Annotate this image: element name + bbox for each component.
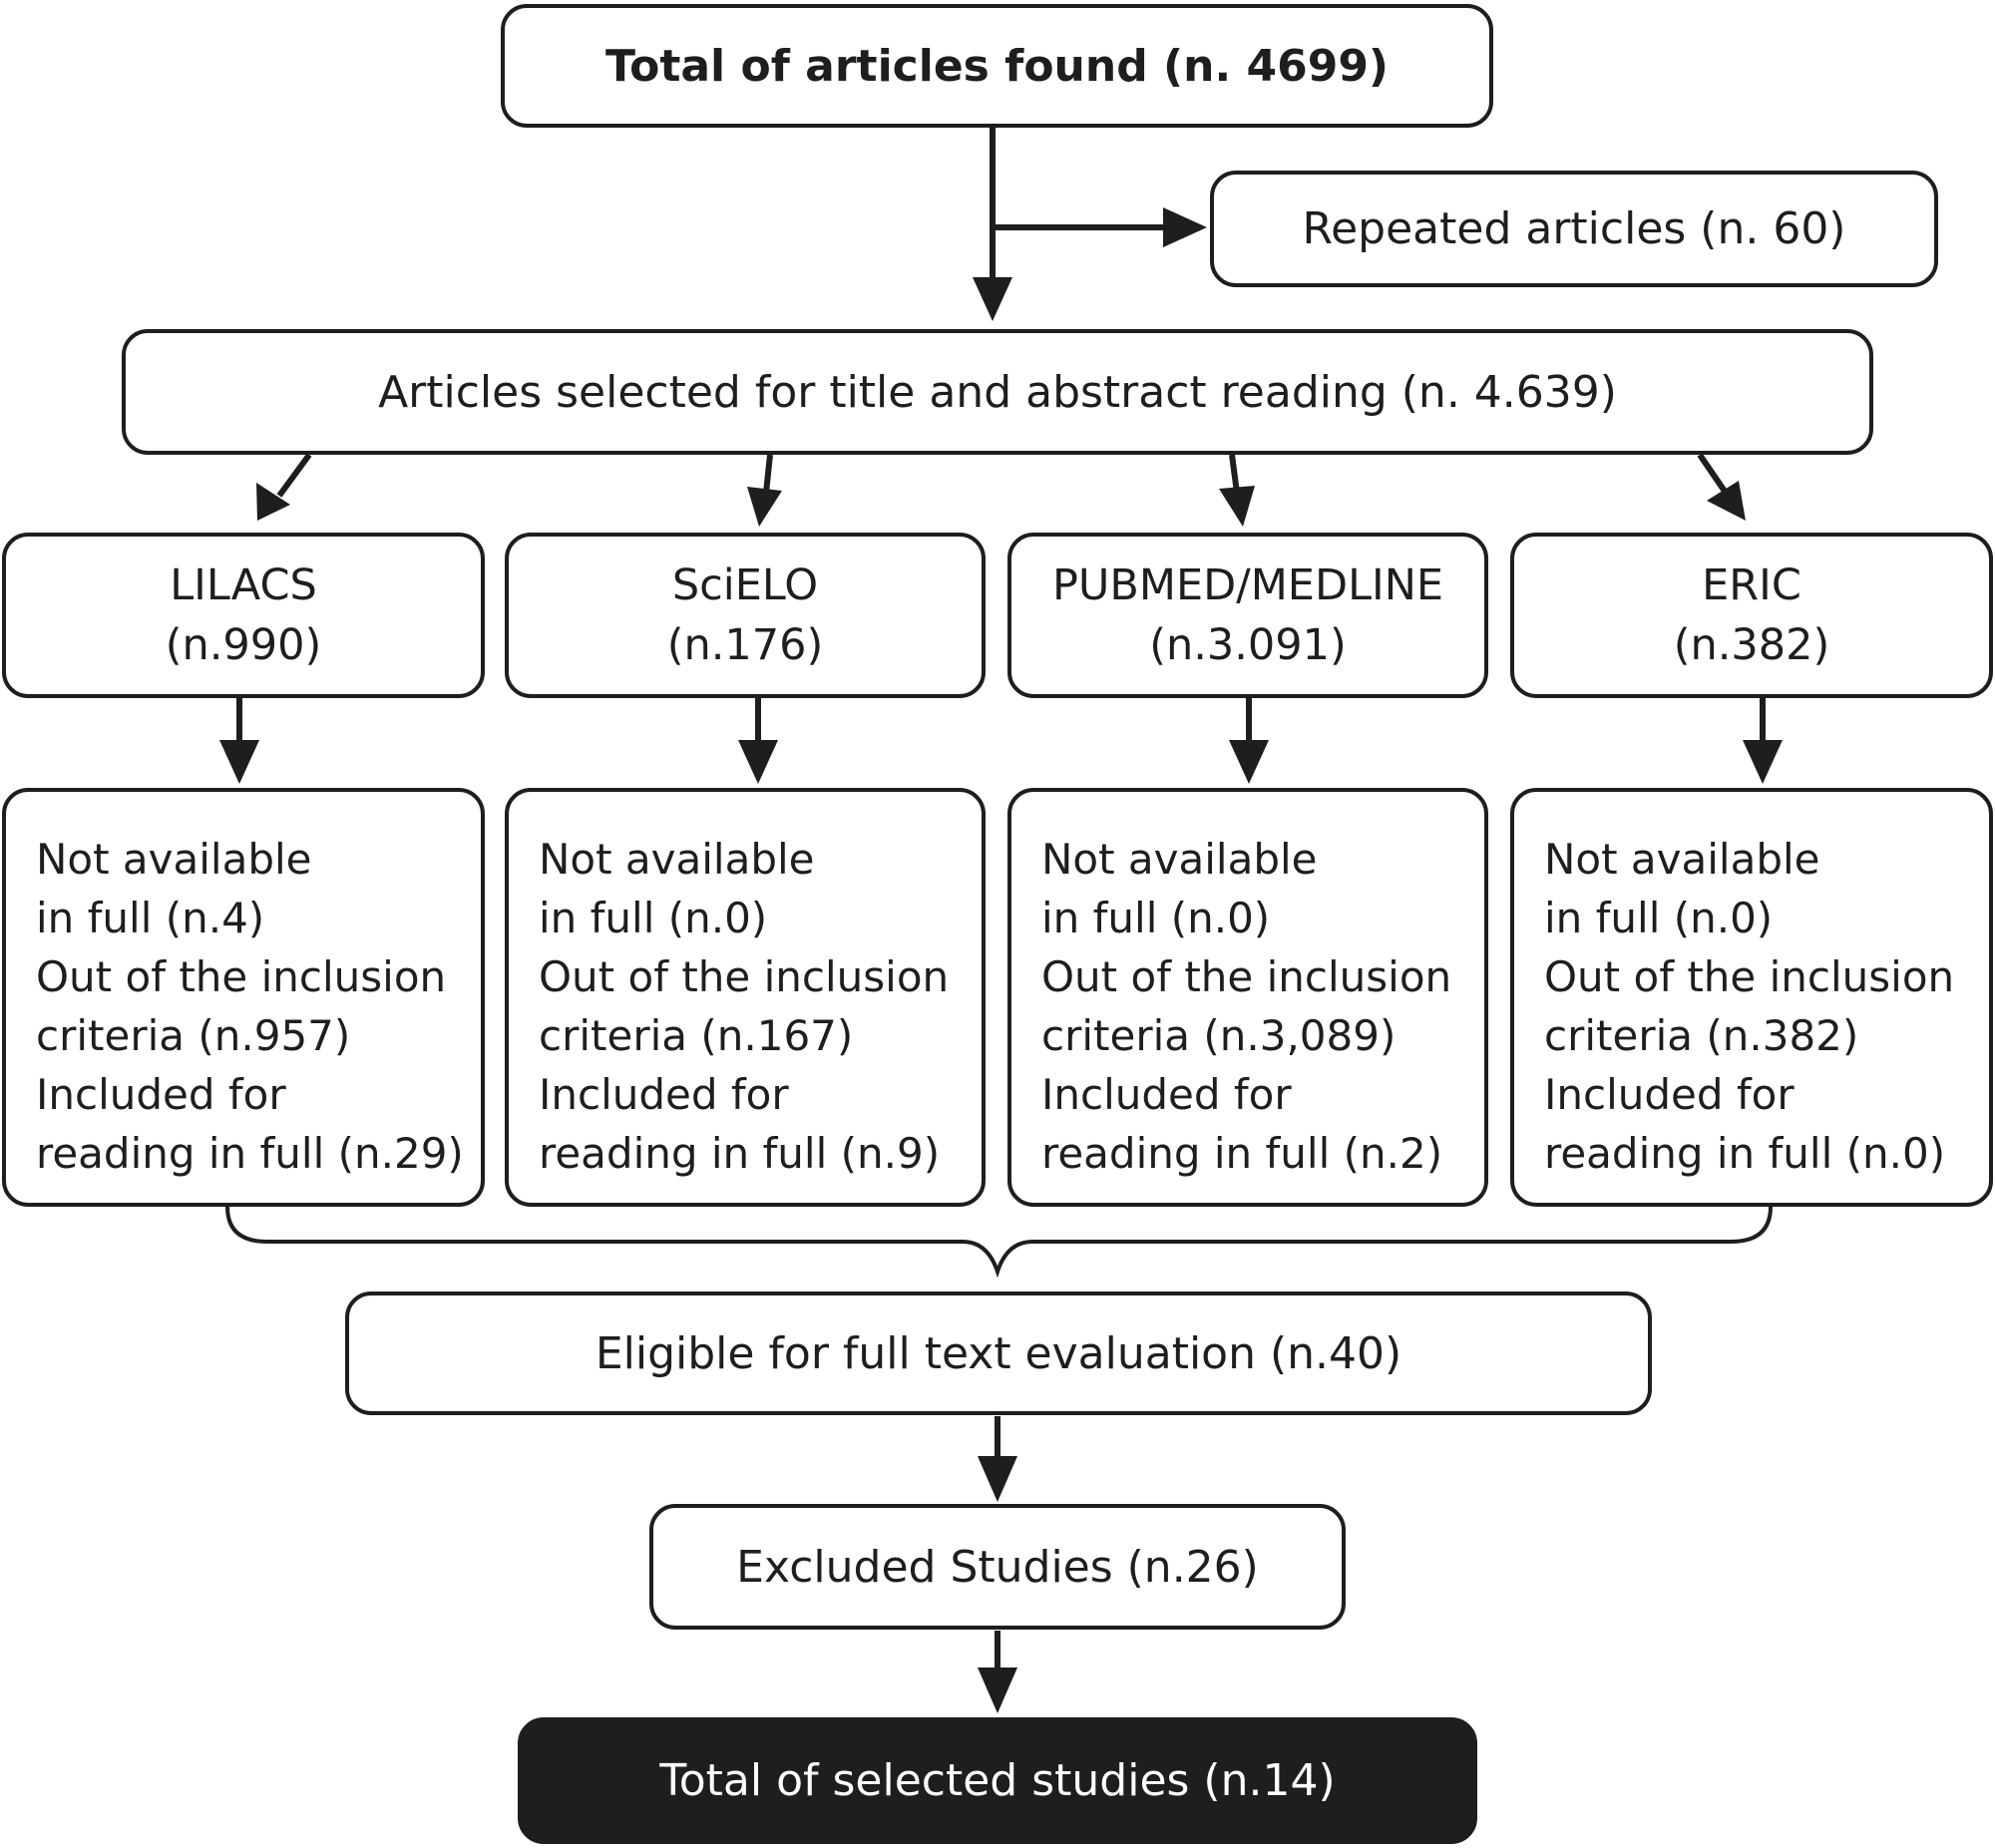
detail-line: Out of the inclusion bbox=[539, 952, 950, 1001]
db-count: (n.176) bbox=[666, 620, 824, 670]
db-name: SciELO bbox=[671, 560, 819, 610]
detail-line: criteria (n.957) bbox=[36, 1011, 351, 1060]
detail-line: in full (n.0) bbox=[539, 894, 768, 942]
detail-line: in full (n.0) bbox=[1041, 894, 1271, 942]
detail-line: criteria (n.167) bbox=[539, 1011, 854, 1060]
detail-box-scielo: Not available in full (n.0) Out of the i… bbox=[505, 788, 986, 1207]
db-count: (n.3.091) bbox=[1149, 620, 1347, 670]
detail-line: reading in full (n.2) bbox=[1041, 1129, 1443, 1178]
arrowhead-scielo-detail bbox=[738, 740, 778, 784]
total-found-label: Total of articles found (n. 4699) bbox=[604, 40, 1390, 92]
db-count: (n.990) bbox=[165, 620, 322, 670]
merge-brace bbox=[225, 1206, 1773, 1279]
db-box-eric: ERIC (n.382) bbox=[1510, 533, 1993, 698]
selected-box: Articles selected for title and abstract… bbox=[122, 329, 1873, 455]
detail-line: in full (n.0) bbox=[1544, 894, 1774, 942]
repeated-box: Repeated articles (n. 60) bbox=[1210, 171, 1938, 287]
arrowhead-repeated bbox=[1163, 207, 1207, 247]
arrowhead-lilacs bbox=[256, 483, 290, 521]
arrowhead-lilacs-detail bbox=[219, 740, 259, 784]
detail-line: Included for bbox=[539, 1070, 789, 1119]
detail-line: Out of the inclusion bbox=[36, 952, 447, 1001]
detail-line: reading in full (n.0) bbox=[1544, 1129, 1946, 1178]
arrowhead-selected bbox=[973, 277, 1012, 321]
final-label: Total of selected studies (n.14) bbox=[659, 1755, 1336, 1806]
detail-line: Included for bbox=[1041, 1070, 1292, 1119]
db-name: ERIC bbox=[1702, 560, 1801, 610]
arrowhead-eric bbox=[1707, 481, 1746, 521]
final-box: Total of selected studies (n.14) bbox=[518, 1717, 1477, 1844]
db-box-scielo: SciELO (n.176) bbox=[505, 533, 986, 698]
detail-line: Not available bbox=[36, 835, 312, 884]
arrowhead-final bbox=[978, 1667, 1017, 1713]
eligible-label: Eligible for full text evaluation (n.40) bbox=[595, 1327, 1402, 1379]
repeated-label: Repeated articles (n. 60) bbox=[1302, 203, 1846, 254]
arrowhead-pubmed-detail bbox=[1229, 740, 1269, 784]
excluded-box: Excluded Studies (n.26) bbox=[649, 1504, 1346, 1630]
excluded-label: Excluded Studies (n.26) bbox=[736, 1541, 1259, 1593]
total-found-box: Total of articles found (n. 4699) bbox=[501, 4, 1493, 128]
detail-line: criteria (n.382) bbox=[1544, 1011, 1859, 1060]
eligible-box: Eligible for full text evaluation (n.40) bbox=[345, 1292, 1652, 1415]
detail-box-pubmed: Not available in full (n.0) Out of the i… bbox=[1007, 788, 1488, 1207]
arrowhead-scielo bbox=[747, 487, 782, 527]
db-name: PUBMED/MEDLINE bbox=[1051, 560, 1444, 610]
detail-line: Not available bbox=[1544, 835, 1820, 884]
db-count: (n.382) bbox=[1673, 620, 1830, 670]
detail-line: reading in full (n.29) bbox=[36, 1129, 464, 1178]
detail-line: Out of the inclusion bbox=[1544, 952, 1955, 1001]
selected-label: Articles selected for title and abstract… bbox=[378, 366, 1617, 418]
detail-line: Not available bbox=[1041, 835, 1318, 884]
detail-line: in full (n.4) bbox=[36, 894, 265, 942]
arrow-to-eric bbox=[1697, 453, 1729, 495]
detail-line: reading in full (n.9) bbox=[539, 1129, 941, 1178]
arrowhead-excluded bbox=[978, 1456, 1017, 1502]
detail-line: Out of the inclusion bbox=[1041, 952, 1452, 1001]
detail-box-eric: Not available in full (n.0) Out of the i… bbox=[1510, 788, 1993, 1207]
arrowhead-eric-detail bbox=[1743, 740, 1783, 784]
detail-line: Included for bbox=[36, 1070, 286, 1119]
detail-line: Included for bbox=[1544, 1070, 1795, 1119]
arrowhead-pubmed bbox=[1219, 486, 1255, 527]
db-box-lilacs: LILACS (n.990) bbox=[2, 533, 485, 698]
detail-line: criteria (n.3,089) bbox=[1041, 1011, 1396, 1060]
db-name: LILACS bbox=[170, 560, 317, 610]
detail-line: Not available bbox=[539, 835, 815, 884]
arrow-to-pubmed bbox=[1229, 454, 1240, 494]
arrow-to-scielo bbox=[763, 454, 773, 494]
detail-box-lilacs: Not available in full (n.4) Out of the i… bbox=[2, 788, 485, 1207]
db-box-pubmed: PUBMED/MEDLINE (n.3.091) bbox=[1007, 533, 1488, 698]
arrow-to-lilacs bbox=[276, 453, 312, 498]
